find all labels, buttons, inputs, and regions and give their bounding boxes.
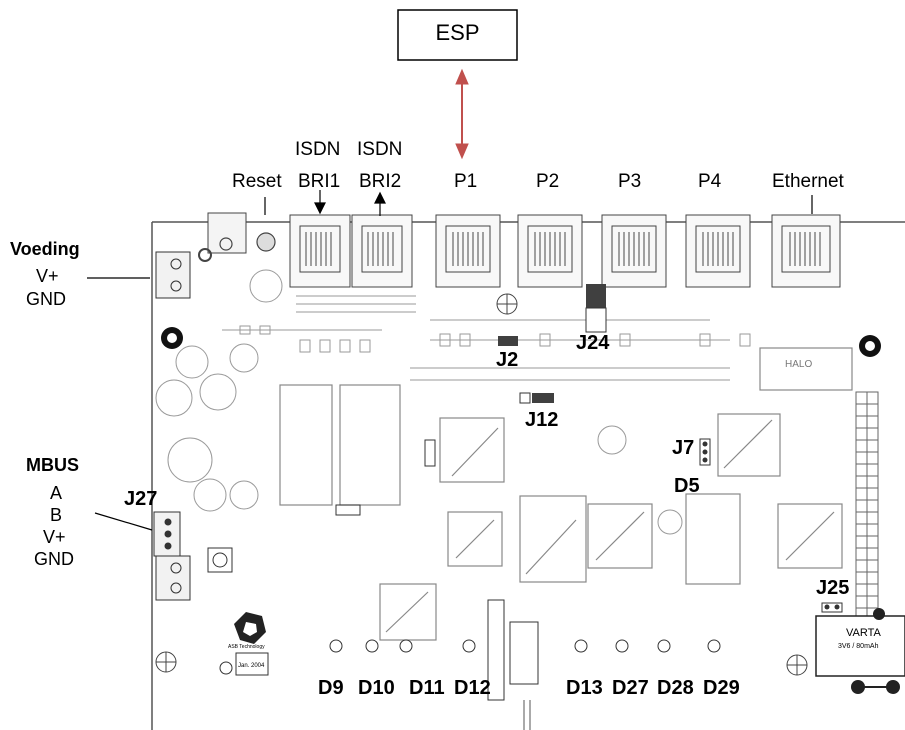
- connectors: [198, 212, 841, 288]
- switch-sw: [207, 547, 233, 573]
- reset-label: Reset: [232, 171, 282, 192]
- mbus-vplus: V+: [43, 527, 66, 547]
- esp-box: [397, 9, 518, 61]
- j25-label: J25: [816, 577, 850, 599]
- pin-header: [855, 391, 879, 633]
- d5-label: D5: [674, 475, 700, 497]
- p3-label: P3: [618, 171, 642, 192]
- j24-label: J24: [576, 332, 610, 354]
- led-label-d9: D9: [318, 677, 344, 699]
- board-date: Jan. 2004: [238, 663, 265, 669]
- led-label-d10: D10: [358, 677, 395, 699]
- mbus-title: MBUS: [26, 455, 79, 475]
- j7-label: J7: [672, 437, 695, 459]
- jumper-blocks: [335, 284, 843, 613]
- battery: [815, 608, 905, 694]
- p1-label: P1: [454, 171, 478, 192]
- mbus-gnd: GND: [34, 549, 74, 569]
- led-label-d28: D28: [657, 677, 694, 699]
- mounting-holes: [155, 293, 881, 676]
- power-vplus: V+: [36, 266, 59, 286]
- isdn2-bottom-label: BRI2: [359, 171, 402, 192]
- halo-mark: HALO: [785, 359, 813, 370]
- board-outline: [151, 221, 905, 730]
- p2-label: P2: [536, 171, 560, 192]
- socket-center: [487, 599, 539, 730]
- power-gnd: GND: [26, 289, 66, 309]
- terminal-blocks: [153, 251, 191, 601]
- led-label-d12: D12: [454, 677, 491, 699]
- j2-label: J2: [496, 349, 519, 371]
- mbus-a: A: [50, 483, 63, 503]
- jack-pins: [305, 232, 821, 266]
- led-label-d29: D29: [703, 677, 740, 699]
- vendor-name: ASB Technology: [228, 644, 265, 650]
- led-label-d11: D11: [409, 677, 445, 699]
- isdn1-bottom-label: BRI1: [298, 171, 341, 192]
- esp-label: ESP: [435, 20, 480, 45]
- j12-label: J12: [525, 409, 559, 431]
- isdn1-top-label: ISDN: [295, 139, 341, 160]
- mbus-b: B: [50, 505, 63, 525]
- ethernet-label: Ethernet: [772, 171, 844, 192]
- integrated-circuits: [279, 347, 853, 641]
- led-label-d13: D13: [566, 677, 603, 699]
- vendor-logo: [219, 612, 269, 676]
- p4-label: P4: [698, 171, 722, 192]
- power-title: Voeding: [10, 239, 80, 259]
- label-leaders: [87, 190, 813, 531]
- led-label-d27: D27: [612, 677, 649, 699]
- j27-label: J27: [124, 488, 158, 510]
- component-rows: [222, 295, 751, 381]
- isdn2-top-label: ISDN: [357, 139, 403, 160]
- led-row: [329, 639, 721, 653]
- battery-brand: VARTA: [846, 627, 881, 639]
- capacitors: [155, 269, 683, 535]
- battery-spec: 3V6 / 80mAh: [838, 643, 879, 650]
- esp-p1-arrow: [455, 68, 469, 160]
